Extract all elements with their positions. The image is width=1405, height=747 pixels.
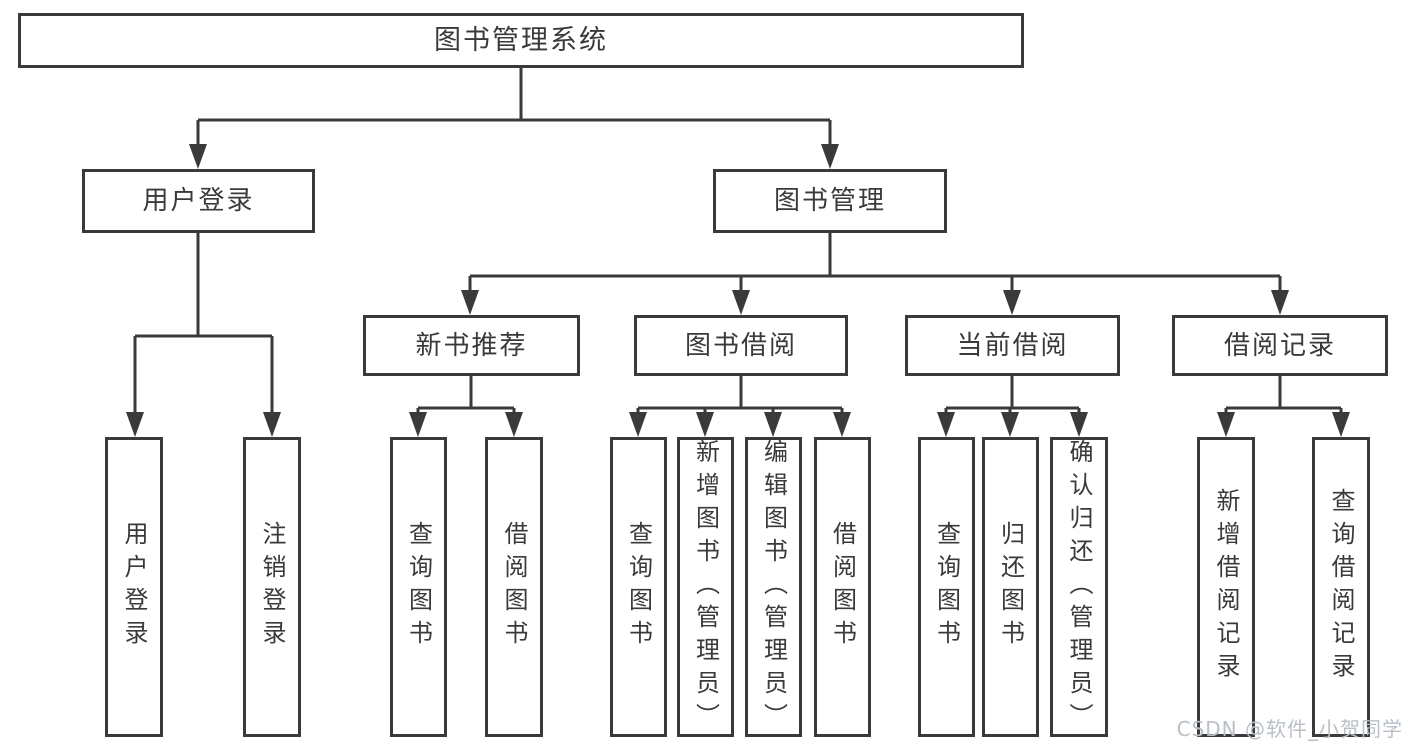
connector-borrow-records-to-leaves [1217,376,1350,437]
node-label: 编辑图书（管理员） [759,438,788,736]
node-book-borrow: 图书借阅 [634,315,848,376]
csdn-watermark: CSDN @软件_小贺同学 [1176,717,1403,741]
node-label: 查询图书 [404,521,433,653]
leaf-add-borrow-record: 新增借阅记录 [1197,437,1255,737]
node-label: 注销登录 [258,521,286,653]
leaf-logout: 注销登录 [243,437,301,737]
connector-current-borrow-to-leaves [937,376,1088,437]
leaf-query-borrow-record: 查询借阅记录 [1312,437,1370,737]
node-label: 归还图书 [996,521,1025,653]
leaf-user-login: 用户登录 [105,437,163,737]
node-label: 借阅记录 [1223,330,1336,361]
leaf-add-book-admin: 新增图书（管理员） [677,437,734,737]
leaf-return-book: 归还图书 [982,437,1039,737]
node-label: 图书管理 [773,186,886,216]
node-label: 借阅图书 [828,521,857,653]
connector-root-to-level2 [189,68,839,169]
node-label: 当前借阅 [956,330,1069,361]
node-label: 图书借阅 [684,330,797,361]
node-borrow-records: 借阅记录 [1172,315,1388,376]
leaf-query-books-borrow: 查询图书 [610,437,667,737]
leaf-borrow-books: 借阅图书 [814,437,871,737]
node-label: 确认归还（管理员） [1065,438,1093,736]
node-label: 查询图书 [932,521,961,653]
node-current-borrow: 当前借阅 [905,315,1120,376]
leaf-query-books-recommend: 查询图书 [390,437,447,737]
node-label: 新书推荐 [415,330,528,361]
node-label: 查询图书 [624,521,653,653]
connector-new-book-recommend-to-leaves [409,376,523,437]
leaf-confirm-return-admin: 确认归还（管理员） [1050,437,1108,737]
connector-book-borrow-to-leaves [629,376,851,437]
node-label: 新增图书（管理员） [691,438,720,736]
connector-user-login-to-leaves [126,233,281,437]
node-label: 新增借阅记录 [1212,488,1240,686]
leaf-borrow-books-recommend: 借阅图书 [485,437,543,737]
connector-book-management-to-level3 [461,233,1289,315]
leaf-query-books-current: 查询图书 [918,437,975,737]
node-library-management-system: 图书管理系统 [18,13,1024,68]
node-label: 借阅图书 [500,521,528,653]
node-book-management: 图书管理 [713,169,947,233]
node-label: 图书管理系统 [434,25,608,56]
node-label: 用户登录 [142,186,255,216]
node-user-login: 用户登录 [82,169,315,233]
leaf-edit-book-admin: 编辑图书（管理员） [745,437,802,737]
node-label: 查询借阅记录 [1327,488,1355,686]
node-new-book-recommend: 新书推荐 [363,315,580,376]
node-label: 用户登录 [120,521,148,653]
